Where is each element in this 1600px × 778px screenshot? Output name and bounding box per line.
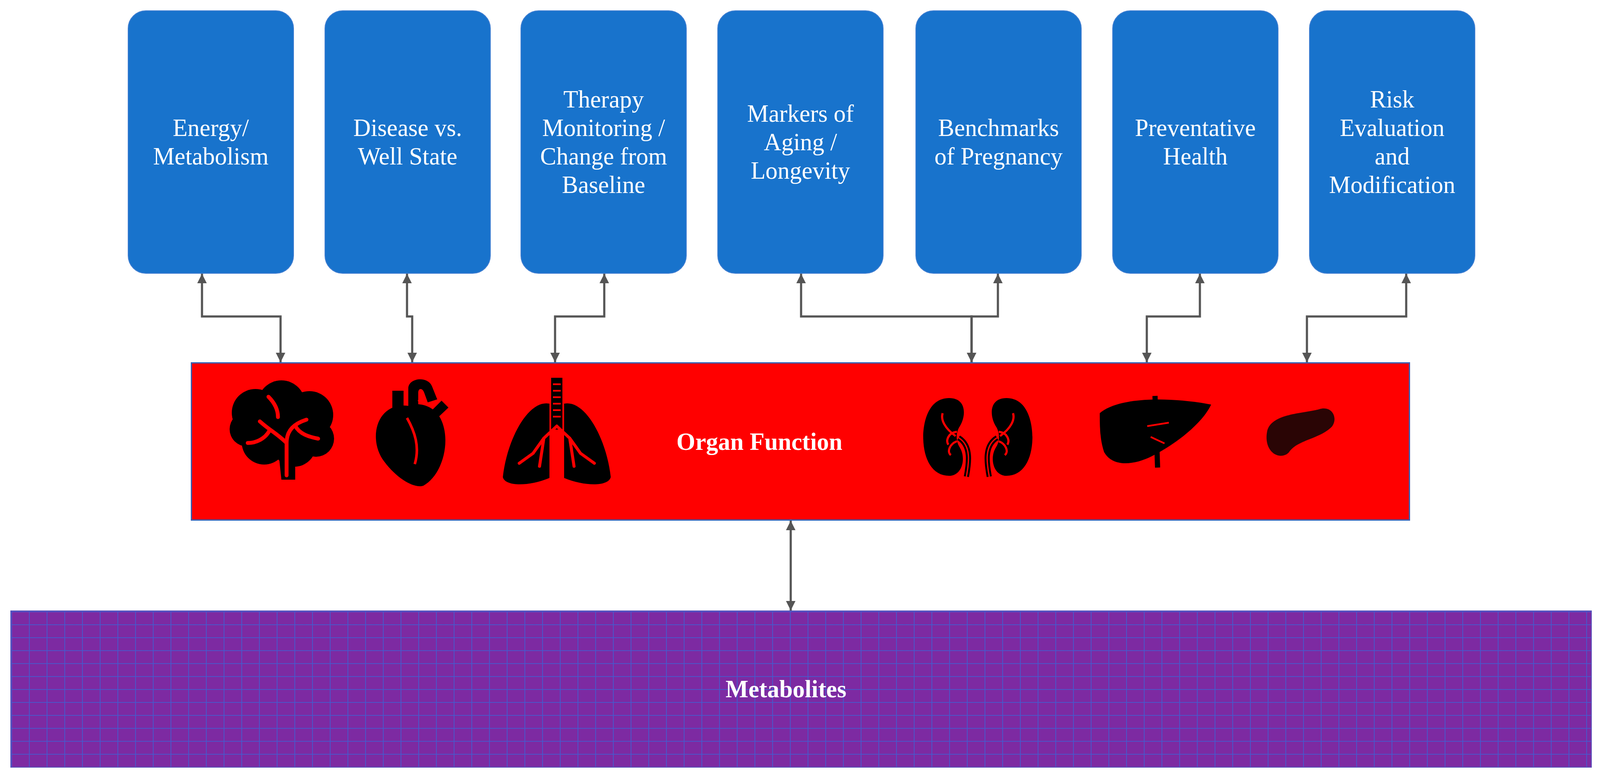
metabolite-band: Metabolites <box>10 610 1592 768</box>
node-text: Risk Evaluation and Modification <box>1323 85 1461 199</box>
connector-arrow <box>1306 273 1407 363</box>
node-text: Organ Function <box>676 427 843 456</box>
category-box: Benchmarks of Pregnancy <box>915 10 1082 274</box>
connector-arrow <box>789 520 793 611</box>
category-box: Energy/ Metabolism <box>127 10 294 274</box>
organ-band: Organ Function <box>190 362 1411 521</box>
node-text: Energy/ Metabolism <box>142 113 280 171</box>
connector-arrow <box>201 273 281 363</box>
connector-arrow <box>555 273 605 363</box>
connector-arrow <box>1146 273 1200 363</box>
connector-arrow <box>801 273 972 363</box>
connector-arrow <box>407 273 413 363</box>
node-text: Benchmarks of Pregnancy <box>930 113 1067 171</box>
category-box: Therapy Monitoring / Change from Baselin… <box>520 10 687 274</box>
category-box: Disease vs. Well State <box>324 10 491 274</box>
node-text: Preventative Health <box>1126 113 1264 171</box>
node-text: Disease vs. Well State <box>339 113 477 171</box>
node-text: Therapy Monitoring / Change from Baselin… <box>535 85 673 199</box>
node-text: Metabolites <box>725 675 847 703</box>
category-box: Preventative Health <box>1112 10 1279 274</box>
category-box: Risk Evaluation and Modification <box>1309 10 1476 274</box>
category-box: Markers of Aging / Longevity <box>717 10 884 274</box>
connector-arrow <box>971 273 998 363</box>
node-text: Markers of Aging / Longevity <box>732 99 869 185</box>
